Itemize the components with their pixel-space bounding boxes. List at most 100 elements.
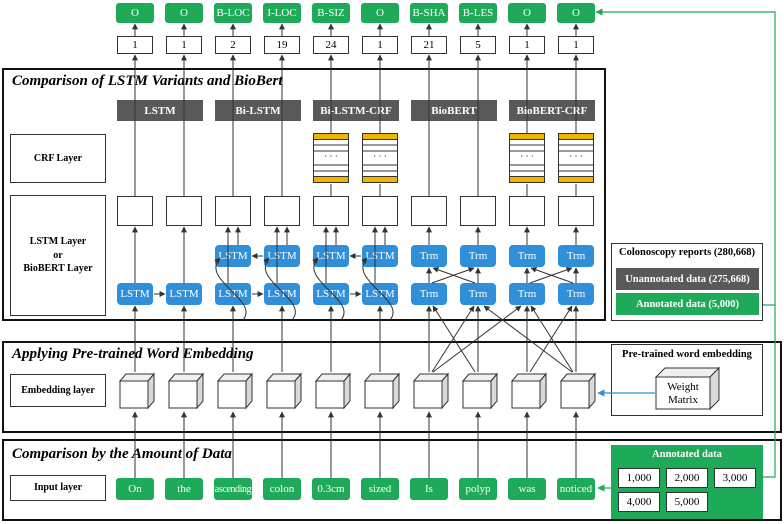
model-header-bi-lstm-crf: Bi-LSTM-CRF <box>313 100 399 121</box>
weight-matrix-label: Weight Matrix <box>667 381 699 407</box>
output-number: 2 <box>215 36 251 54</box>
hidden-output-cell <box>558 196 594 226</box>
output-number: 1 <box>509 36 545 54</box>
lstm-backward-cell: LSTM <box>264 245 300 267</box>
lstm-forward-cell: LSTM <box>313 283 349 305</box>
section-embedding <box>2 341 782 433</box>
transformer-upper-cell: Trm <box>460 245 496 267</box>
transformer-upper-cell: Trm <box>558 245 594 267</box>
output-tag: O <box>165 3 203 23</box>
lstm-backward-cell: LSTM <box>313 245 349 267</box>
section-data-amount <box>2 439 782 521</box>
input-word: was <box>508 478 546 500</box>
annotated-data-bar: Annotated data (5,000) <box>616 293 759 315</box>
crf-cell-graphic <box>558 133 594 183</box>
crf-layer-label: CRF Layer <box>10 134 106 183</box>
lstm-forward-cell: LSTM <box>215 283 251 305</box>
input-word: polyp <box>459 478 497 500</box>
output-number: 21 <box>411 36 447 54</box>
amount-option: 5,000 <box>666 492 708 512</box>
unannotated-data-bar: Unannotated data (275,668) <box>616 268 759 290</box>
lstm-forward-cell: LSTM <box>264 283 300 305</box>
output-tag: O <box>557 3 595 23</box>
crf-cell: · · · <box>558 133 594 183</box>
reports-panel-title: Colonoscopy reports (280,668) <box>618 247 755 258</box>
annotated-data-panel: Annotated data 1,000 2,000 3,000 4,000 5… <box>611 445 763 519</box>
annotated-panel-title: Annotated data <box>652 449 722 460</box>
output-tag: B-SHA <box>410 3 448 23</box>
output-tag: B-SIZ <box>312 3 350 23</box>
model-header-biobert-crf: BioBERT-CRF <box>509 100 595 121</box>
colonoscopy-reports-panel: Colonoscopy reports (280,668) Unannotate… <box>611 243 763 321</box>
output-tag: O <box>508 3 546 23</box>
lstm-forward-cell: LSTM <box>362 283 398 305</box>
section-title: Comparison of LSTM Variants and BioBert <box>12 73 283 89</box>
output-number: 1 <box>362 36 398 54</box>
hidden-output-cell <box>264 196 300 226</box>
transformer-lower-cell: Trm <box>460 283 496 305</box>
crf-dots: · · · <box>373 151 387 161</box>
crf-dots: · · · <box>520 151 534 161</box>
input-word: On <box>116 478 154 500</box>
model-header-lstm: LSTM <box>117 100 203 121</box>
hidden-output-cell <box>362 196 398 226</box>
transformer-upper-cell: Trm <box>509 245 545 267</box>
crf-dots: · · · <box>569 151 583 161</box>
output-tag: I-LOC <box>263 3 301 23</box>
embedding-layer-label: Embedding layer <box>10 374 106 407</box>
embedding-panel-title: Pre-trained word embedding <box>622 349 752 360</box>
hidden-output-cell <box>460 196 496 226</box>
amount-option: 2,000 <box>666 468 708 488</box>
amount-option: 3,000 <box>714 468 756 488</box>
crf-cell: · · · <box>313 133 349 183</box>
crf-cell: · · · <box>509 133 545 183</box>
hidden-output-cell <box>215 196 251 226</box>
hidden-output-cell <box>411 196 447 226</box>
output-tag: B-LES <box>459 3 497 23</box>
input-word: colon <box>263 478 301 500</box>
section-title: Applying Pre-trained Word Embedding <box>12 346 254 362</box>
input-word: sized <box>361 478 399 500</box>
crf-cell-graphic <box>362 133 398 183</box>
output-tag: O <box>116 3 154 23</box>
hidden-output-cell <box>509 196 545 226</box>
transformer-lower-cell: Trm <box>411 283 447 305</box>
embedding-cubes <box>118 366 721 411</box>
lstm-backward-cell: LSTM <box>215 245 251 267</box>
output-tag: O <box>361 3 399 23</box>
lstm-backward-cell: LSTM <box>362 245 398 267</box>
model-header-biobert: BioBERT <box>411 100 497 121</box>
crf-dots: · · · <box>324 151 338 161</box>
lstm-forward-cell: LSTM <box>117 283 153 305</box>
input-layer-label: Input layer <box>10 475 106 501</box>
transformer-lower-cell: Trm <box>509 283 545 305</box>
hidden-output-cell <box>313 196 349 226</box>
lstm-forward-cell: LSTM <box>166 283 202 305</box>
input-word: Is <box>410 478 448 500</box>
transformer-upper-cell: Trm <box>411 245 447 267</box>
section-title: Comparison by the Amount of Data <box>12 446 232 462</box>
input-word: the <box>165 478 203 500</box>
transformer-lower-cell: Trm <box>558 283 594 305</box>
output-number: 24 <box>313 36 349 54</box>
section-model-comparison <box>2 68 606 321</box>
output-number: 1 <box>117 36 153 54</box>
crf-cell-graphic <box>313 133 349 183</box>
output-number: 5 <box>460 36 496 54</box>
output-number: 1 <box>558 36 594 54</box>
output-number: 1 <box>166 36 202 54</box>
amount-option: 4,000 <box>618 492 660 512</box>
crf-cell-graphic <box>509 133 545 183</box>
input-word: noticed <box>557 478 595 500</box>
hidden-output-cell <box>166 196 202 226</box>
crf-cell: · · · <box>362 133 398 183</box>
output-number: 19 <box>264 36 300 54</box>
lstm-biobert-layer-label: LSTM Layer or BioBERT Layer <box>10 195 106 316</box>
input-word: ascending <box>214 478 252 500</box>
input-word: 0.3cm <box>312 478 350 500</box>
amount-option: 1,000 <box>618 468 660 488</box>
output-tag: B-LOC <box>214 3 252 23</box>
model-header-bi-lstm: Bi-LSTM <box>215 100 301 121</box>
